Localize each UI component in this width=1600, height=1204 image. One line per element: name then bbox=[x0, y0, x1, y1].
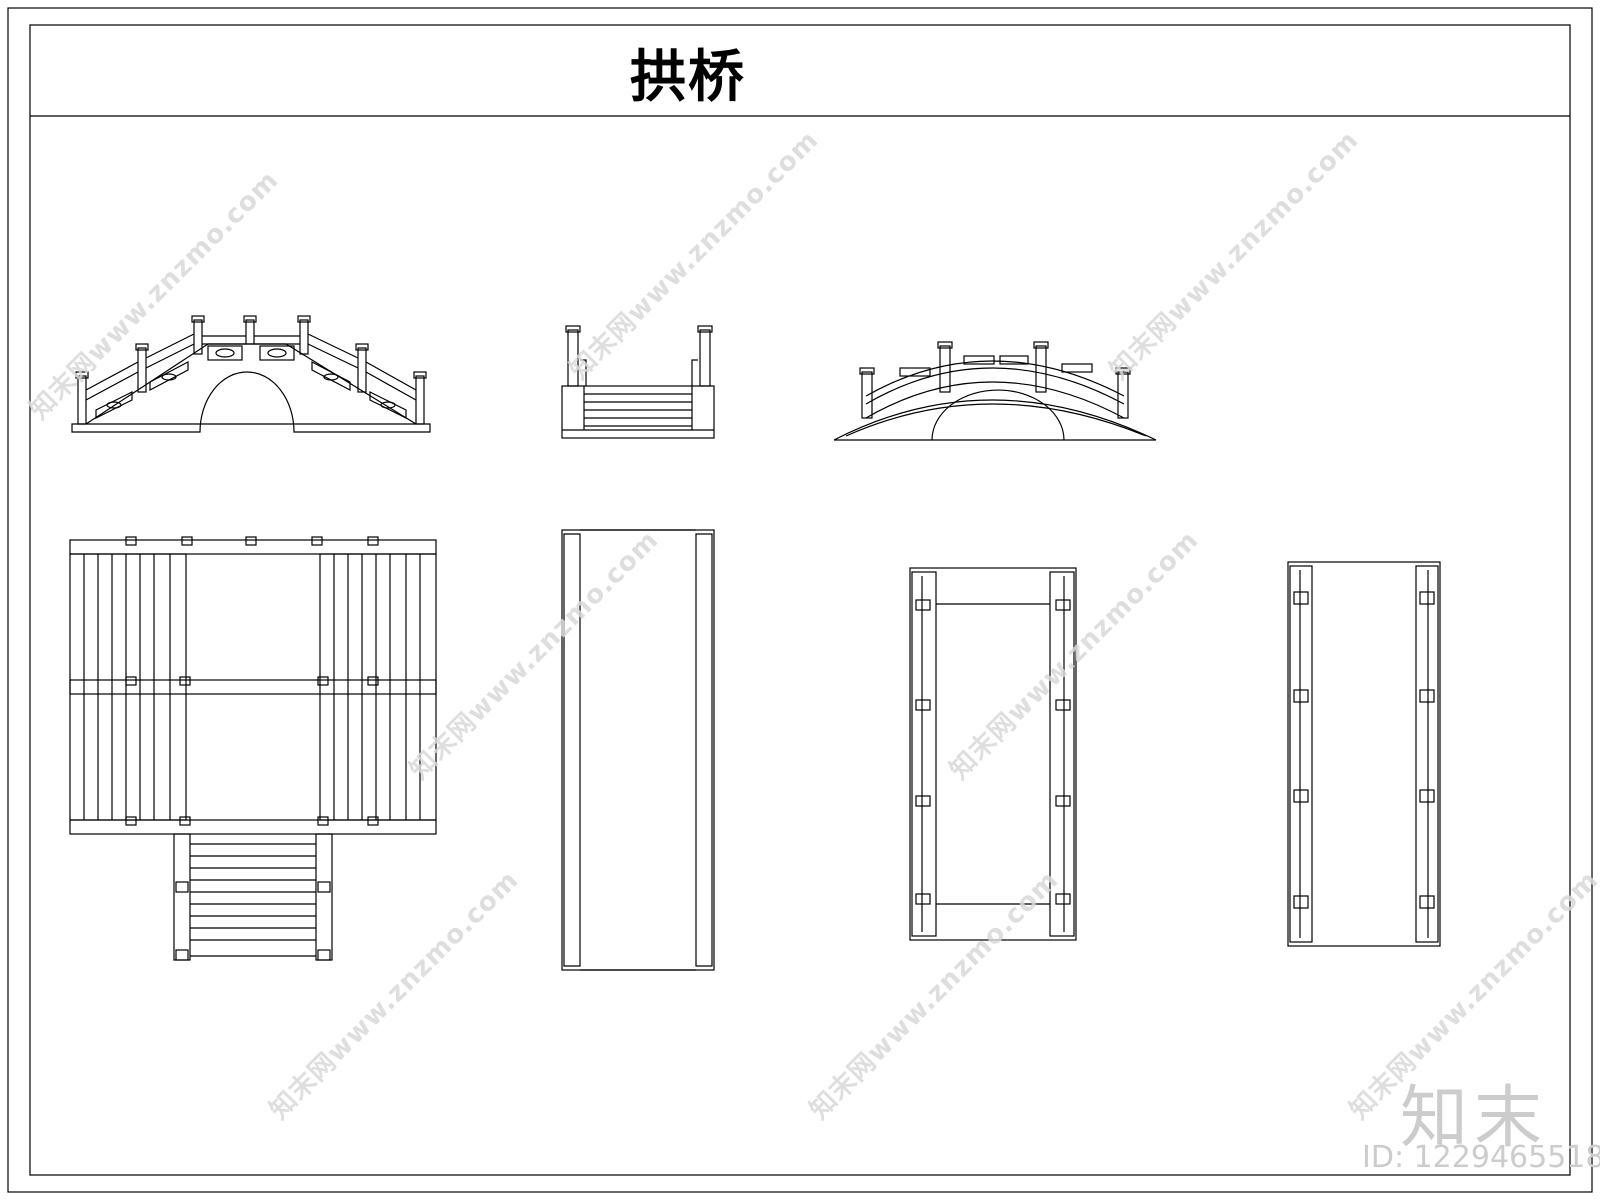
plan-straight-deck bbox=[561, 529, 715, 971]
elevation-side-steps bbox=[561, 325, 715, 439]
brand-logo-text: 知末 bbox=[1400, 1079, 1549, 1158]
elevation-stepped-arch-bridge bbox=[71, 315, 431, 433]
elevation-curved-arch-bridge bbox=[833, 341, 1157, 441]
page-title: 拱桥 bbox=[630, 45, 746, 110]
outer-border bbox=[7, 7, 1593, 1193]
inner-border bbox=[29, 24, 1571, 1176]
plan-platform-steps bbox=[69, 536, 437, 961]
plan-deck-railings-b bbox=[1287, 561, 1441, 947]
id-label: ID: 1229465518 bbox=[1362, 1140, 1600, 1175]
plan-deck-railings-a bbox=[909, 567, 1077, 941]
